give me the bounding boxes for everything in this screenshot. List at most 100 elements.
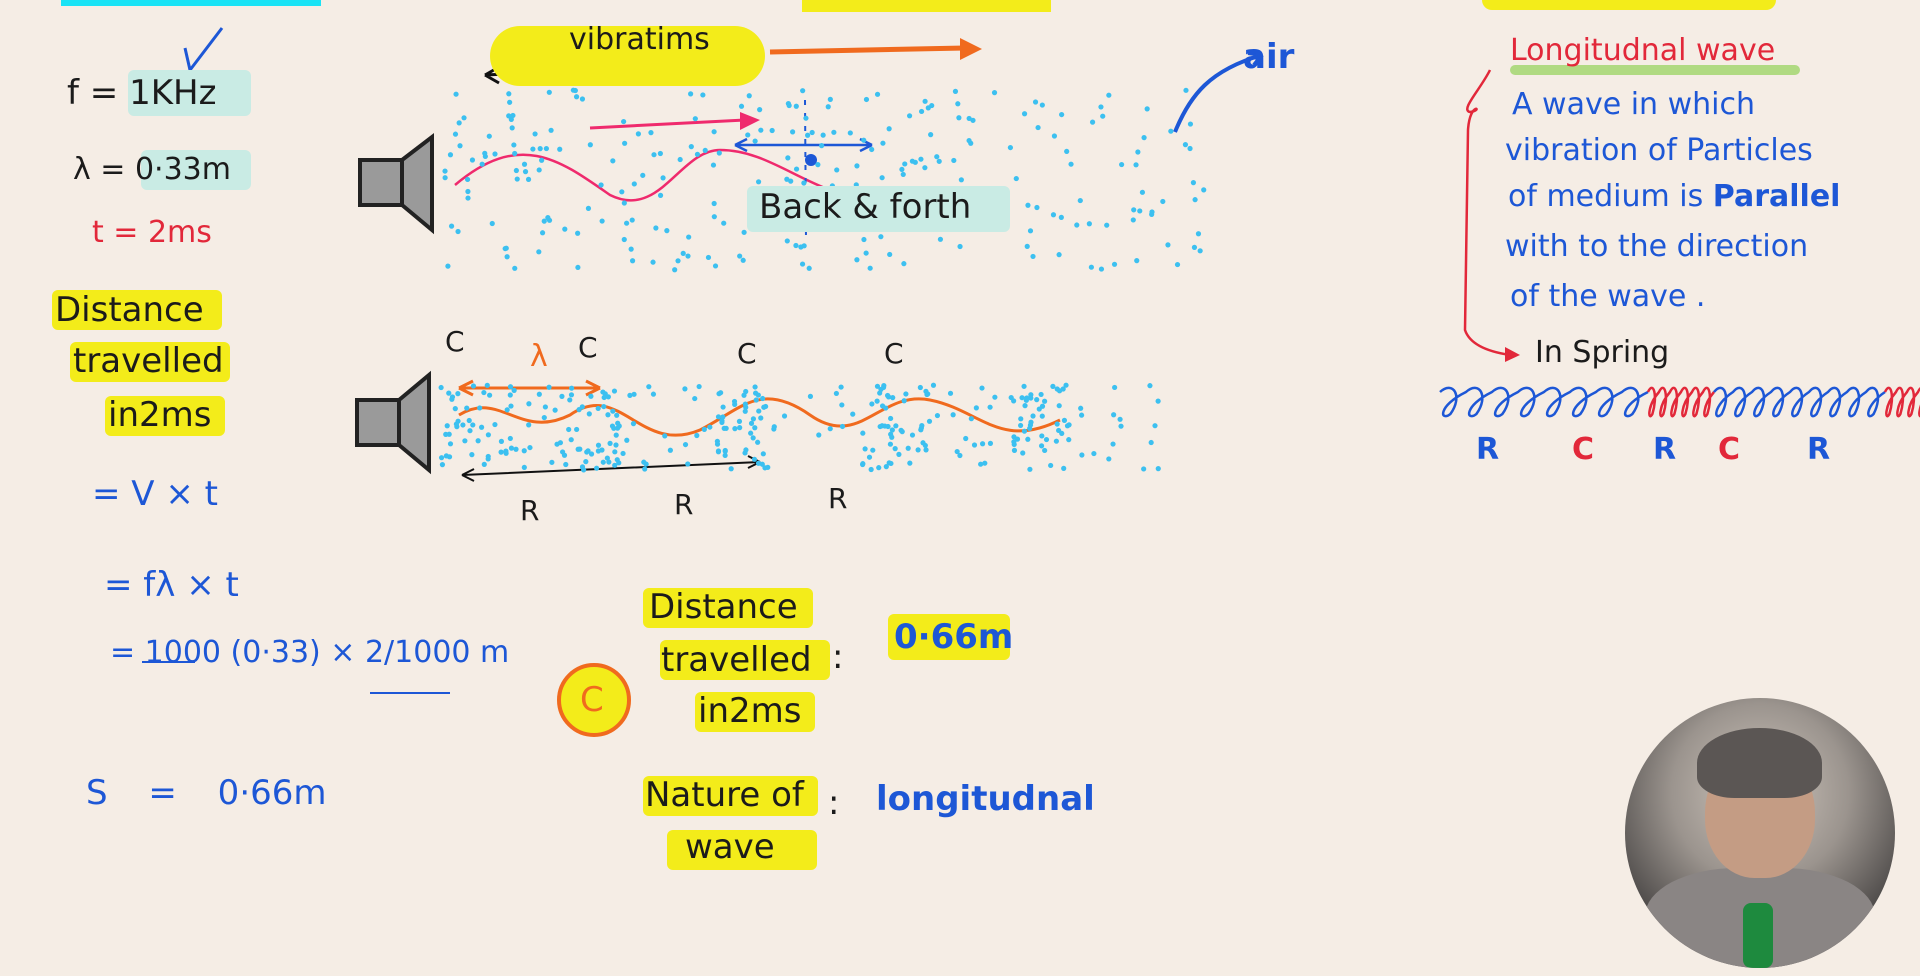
definition-line: A wave in which [1512, 87, 1756, 122]
particle [627, 392, 633, 398]
particle [521, 464, 527, 471]
particle [742, 408, 748, 414]
particle [878, 386, 884, 393]
particle [1027, 466, 1033, 472]
particle [815, 162, 821, 168]
particle [952, 88, 959, 94]
particle [1038, 443, 1045, 449]
particle [444, 423, 450, 429]
highlight [643, 588, 813, 628]
particle [1042, 447, 1048, 454]
particle [752, 384, 758, 390]
particle [1165, 242, 1171, 248]
particle [1091, 450, 1097, 457]
nature-value: longitudnal [876, 779, 1095, 819]
particle [736, 418, 743, 424]
microphone-icon [1743, 903, 1773, 968]
highlight [490, 26, 765, 86]
top-cyan-highlight [61, 0, 321, 6]
particle [574, 426, 580, 433]
particle [827, 96, 833, 102]
particle [479, 161, 485, 167]
particle [978, 461, 984, 467]
particle [498, 449, 504, 455]
particle [502, 245, 508, 252]
particle [692, 116, 698, 122]
highlight [667, 830, 817, 870]
particle [1034, 397, 1040, 403]
spring-compression: C [1572, 432, 1595, 467]
particle [1118, 423, 1124, 429]
particle [883, 464, 889, 470]
particle [982, 460, 988, 466]
particle [880, 140, 886, 146]
answer-distance-line: in2ms [698, 691, 802, 731]
particle [1028, 419, 1034, 425]
particle [784, 238, 790, 244]
particle [642, 466, 648, 472]
particle [1054, 386, 1060, 392]
particle [902, 161, 908, 167]
particle [793, 166, 800, 172]
particle [1195, 231, 1202, 237]
particle [1149, 211, 1155, 217]
particle [1061, 465, 1067, 471]
particle [1089, 119, 1096, 125]
particle [621, 200, 627, 206]
particle [807, 393, 814, 399]
particle [607, 440, 613, 446]
particle [510, 112, 516, 119]
particle [1134, 258, 1140, 264]
step-1: = V × t [92, 474, 218, 514]
particle [922, 98, 928, 104]
particle [536, 391, 542, 397]
particle [445, 263, 451, 269]
particle [630, 421, 637, 427]
particle [718, 390, 724, 396]
particle [442, 175, 448, 181]
particle [971, 442, 978, 448]
option-label: C [580, 680, 604, 720]
particle [896, 451, 902, 457]
particle [1130, 217, 1136, 223]
colon: : [832, 637, 844, 677]
particle [742, 401, 748, 407]
particle [705, 254, 712, 261]
step-3: = 1000 (0·33) × 2/1000 m [110, 635, 510, 670]
particle [1086, 221, 1092, 227]
particle [901, 398, 907, 404]
particle [604, 455, 610, 461]
particle [1152, 423, 1158, 429]
particle [973, 405, 979, 411]
particle [867, 265, 873, 271]
particle [722, 452, 728, 459]
particle [1007, 144, 1014, 151]
particle [621, 118, 627, 125]
particle [554, 441, 560, 447]
particle [907, 460, 913, 466]
particle [918, 427, 924, 433]
particle [566, 426, 572, 433]
particle [478, 424, 485, 430]
particle [542, 404, 548, 410]
particle [979, 385, 985, 391]
particle [992, 394, 998, 400]
particle [710, 162, 717, 168]
particle [750, 416, 757, 422]
particle [751, 456, 758, 462]
particle [991, 90, 998, 96]
particle [1119, 161, 1125, 168]
particle [530, 146, 536, 152]
particle [629, 258, 636, 264]
particle [930, 382, 937, 388]
particle [583, 459, 589, 465]
particle [1197, 248, 1203, 254]
particle [527, 444, 533, 451]
particle [629, 217, 635, 223]
particle [585, 448, 591, 454]
question-line: in2ms [108, 395, 212, 435]
air-particles [438, 87, 1207, 473]
particle [1061, 417, 1068, 423]
particle [508, 445, 515, 451]
particle [464, 405, 470, 411]
